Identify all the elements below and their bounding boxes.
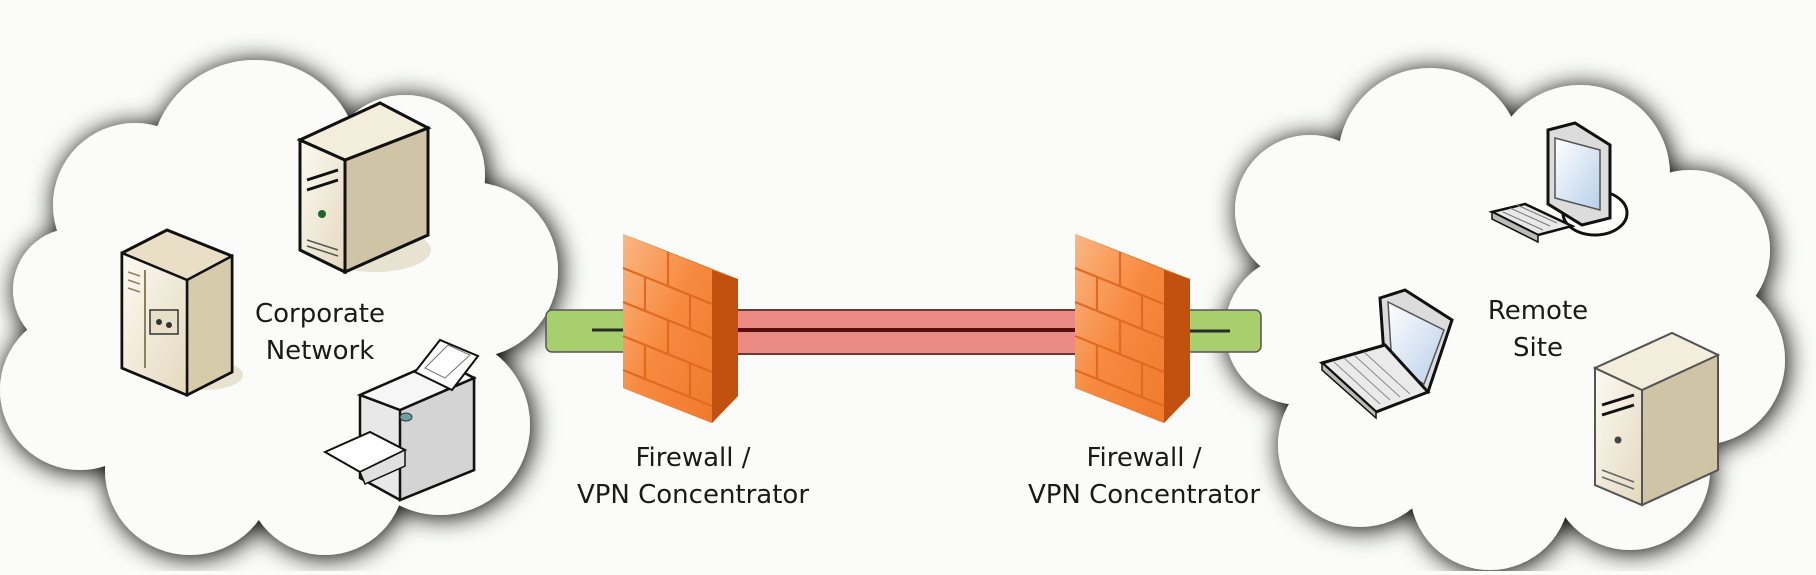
right-firewall-label-line2: VPN Concentrator — [1027, 480, 1261, 510]
printer-icon — [322, 338, 480, 502]
right-firewall-label-line1: Firewall / — [1086, 443, 1202, 473]
tower-server-icon — [296, 101, 432, 275]
right-firewall-icon — [1074, 234, 1190, 423]
remote-label-line2: Site — [1513, 333, 1563, 363]
rack-server-icon — [120, 228, 243, 398]
left-firewall-icon — [622, 234, 738, 423]
left-firewall-label: Firewall / VPN Concentrator — [573, 440, 813, 514]
corporate-label-line2: Network — [265, 336, 375, 366]
corporate-network-label: Corporate Network — [252, 296, 388, 370]
left-firewall-label-line2: VPN Concentrator — [576, 480, 810, 510]
remote-site-label: Remote Site — [1478, 293, 1598, 367]
corporate-label-line1: Corporate — [255, 299, 385, 329]
right-firewall-label: Firewall / VPN Concentrator — [1024, 440, 1264, 514]
left-firewall-label-line1: Firewall / — [635, 443, 751, 473]
laptop-icon — [1318, 288, 1454, 420]
vpn-tunnel — [729, 309, 1087, 355]
tower-server-icon — [1592, 331, 1721, 507]
remote-label-line1: Remote — [1487, 296, 1589, 326]
desktop-computer-icon — [1488, 121, 1629, 244]
